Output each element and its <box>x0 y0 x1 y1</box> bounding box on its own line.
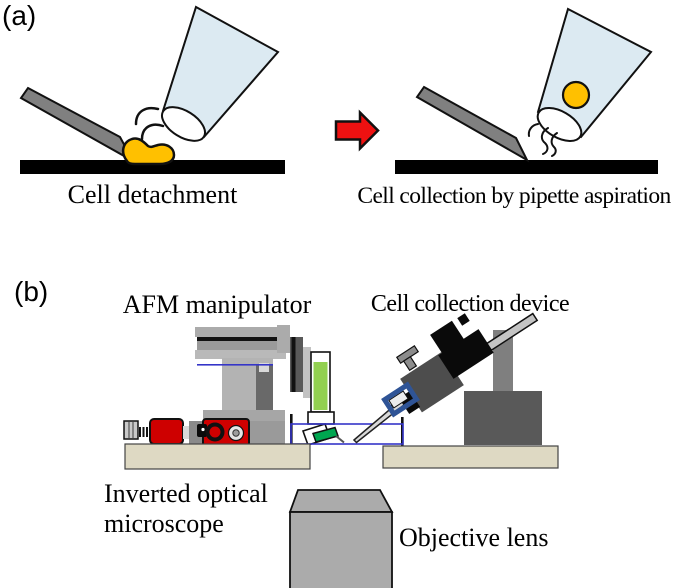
afm-manipulator <box>123 325 311 447</box>
panel-b-tag: (b) <box>14 276 49 307</box>
label-afm-manipulator: AFM manipulator <box>122 290 312 319</box>
head-bracket <box>277 325 290 353</box>
pipette-right <box>527 7 653 157</box>
afm-cantilever-left <box>19 86 136 164</box>
substrate-left <box>20 160 285 174</box>
afm-cantilever-right <box>415 85 530 163</box>
objective-lens <box>288 489 394 588</box>
cantilever-tip <box>335 435 345 444</box>
chamber-outline <box>290 423 404 445</box>
pipette-left <box>161 5 280 142</box>
needle-holder-inner <box>388 390 409 409</box>
label-cell-collection-device: Cell collection device <box>370 291 570 317</box>
motor-nub <box>457 313 470 326</box>
arrow-right-icon <box>334 109 380 152</box>
afm-probe <box>301 351 345 446</box>
device-base <box>464 391 542 445</box>
slat-light <box>303 347 311 398</box>
substrate-right <box>395 160 658 174</box>
motor-body <box>438 329 494 379</box>
afm-base-plate <box>203 410 285 421</box>
caption-cell-detachment: Cell detachment <box>67 180 238 209</box>
label-objective-lens: Objective lens <box>399 523 549 552</box>
label-inverted-microscope: Inverted optical microscope <box>104 479 268 539</box>
laser-line <box>197 364 273 366</box>
label-inverted-microscope-line2: microscope <box>104 509 224 538</box>
cell-collection-device <box>352 312 542 445</box>
caption-cell-collection: Cell collection by pipette aspiration <box>357 183 671 209</box>
panel-b-illustration <box>123 312 559 588</box>
sample-chamber <box>290 414 404 447</box>
label-inverted-microscope-line1: Inverted optical <box>104 479 268 508</box>
probe-tube <box>313 362 328 410</box>
motion-lines <box>134 107 165 141</box>
micrometer-screw <box>123 420 152 440</box>
panel-a-tag: (a) <box>2 0 37 31</box>
panel-a-illustration <box>19 5 658 174</box>
stage-left <box>124 443 311 470</box>
cantilever-chip <box>312 426 339 443</box>
red-actuator <box>149 418 184 445</box>
motor-small <box>430 320 464 354</box>
aspiration-lines <box>527 123 558 157</box>
micrometer-body <box>197 418 250 447</box>
needle-clamp <box>381 381 420 418</box>
pipette-mouth <box>161 106 206 142</box>
cell-blob <box>121 137 176 166</box>
stage-right <box>382 445 559 469</box>
collected-cell <box>561 80 591 110</box>
adjust-knob <box>395 345 420 372</box>
